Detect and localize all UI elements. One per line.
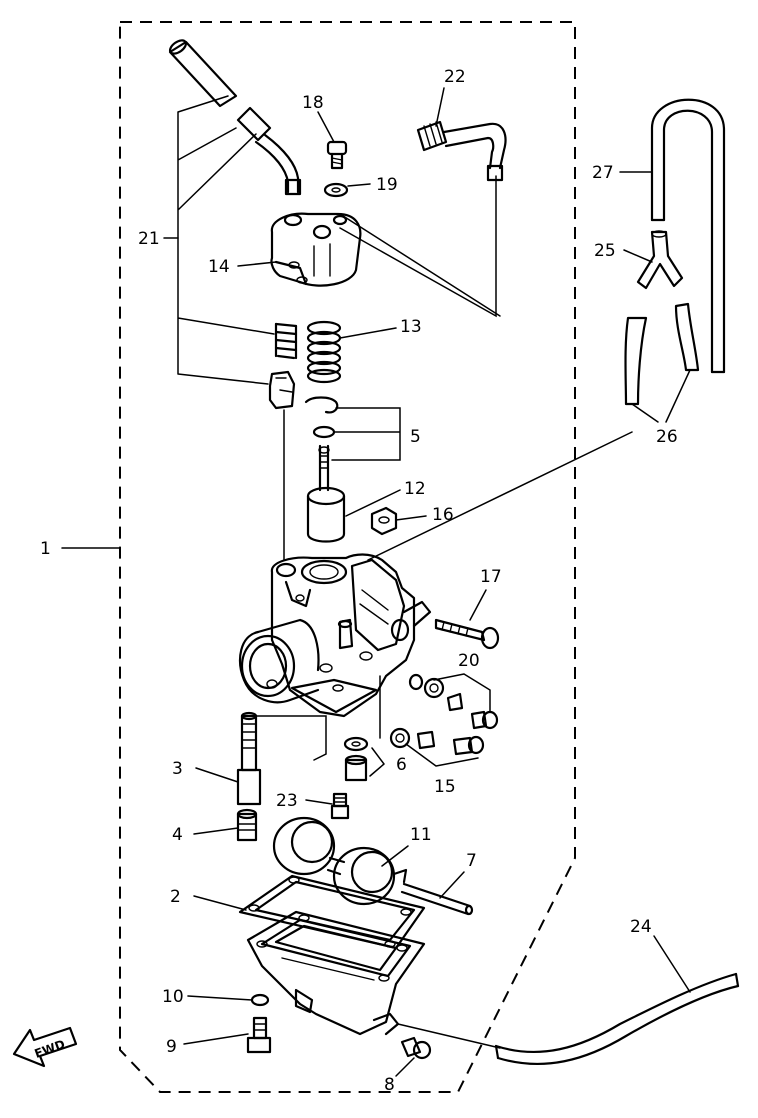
throttle-spring-13 [306, 320, 342, 384]
callout-22: 22 [444, 67, 466, 87]
throttle-valve-12 [306, 486, 346, 543]
pilot-screw-set-20 [408, 673, 499, 730]
callout-7: 7 [466, 851, 477, 871]
callout-labels: 1 2 3 4 5 6 7 8 9 10 11 12 13 14 15 16 1… [40, 67, 678, 1095]
fwd-label: FWD [33, 1037, 67, 1061]
callout-13: 13 [400, 317, 422, 337]
cable-adjuster-parts [168, 39, 302, 196]
callout-1: 1 [40, 539, 51, 559]
float-chamber [246, 910, 426, 1036]
callout-15: 15 [434, 777, 456, 797]
drain-screw-9 [246, 1016, 272, 1054]
callout-18: 18 [302, 93, 324, 113]
callout-27: 27 [592, 163, 614, 183]
needle-clip-5 [304, 396, 339, 492]
callout-14: 14 [208, 257, 230, 277]
leader-lines [61, 87, 691, 1077]
screw-8 [400, 1036, 432, 1060]
hoses-26 [624, 302, 700, 406]
callout-2: 2 [170, 887, 181, 907]
screw-17 [434, 618, 500, 650]
callout-8: 8 [384, 1075, 395, 1095]
callout-16: 16 [432, 505, 454, 525]
callout-23: 23 [276, 791, 298, 811]
pilot-jet-23 [330, 792, 350, 820]
callout-21: 21 [138, 229, 160, 249]
callout-5: 5 [410, 427, 421, 447]
vent-hose-27 [650, 98, 726, 374]
carb-body [238, 553, 432, 718]
drain-gasket-10 [250, 993, 270, 1007]
needle-jet-3 [236, 711, 262, 806]
callout-12: 12 [404, 479, 426, 499]
washer-19 [323, 182, 349, 198]
callout-20: 20 [458, 651, 480, 671]
fwd-arrow-icon: FWD [12, 1026, 78, 1068]
float-pin-7 [400, 882, 474, 916]
assembly-boundary [119, 21, 576, 1093]
choke-fitting-22 [416, 120, 507, 182]
carb-cap-14 [270, 212, 362, 287]
nut-16 [370, 506, 398, 536]
float-11 [272, 816, 408, 906]
callout-17: 17 [480, 567, 502, 587]
small-spring [274, 322, 298, 360]
main-jet-6 [343, 736, 369, 782]
callout-11: 11 [410, 825, 432, 845]
callout-4: 4 [172, 825, 183, 845]
callout-25: 25 [594, 241, 616, 261]
callout-10: 10 [162, 987, 184, 1007]
callout-6: 6 [396, 755, 407, 775]
callout-3: 3 [172, 759, 183, 779]
screw-18 [326, 140, 348, 170]
callout-9: 9 [166, 1037, 177, 1057]
drain-hose-24 [494, 972, 740, 1065]
plunger-holder [268, 370, 296, 410]
callout-19: 19 [376, 175, 398, 195]
hose-joint-25 [636, 230, 684, 290]
callout-24: 24 [630, 917, 652, 937]
throttle-stop-set-15 [389, 727, 485, 756]
main-jet-4 [236, 808, 258, 842]
callout-26: 26 [656, 427, 678, 447]
